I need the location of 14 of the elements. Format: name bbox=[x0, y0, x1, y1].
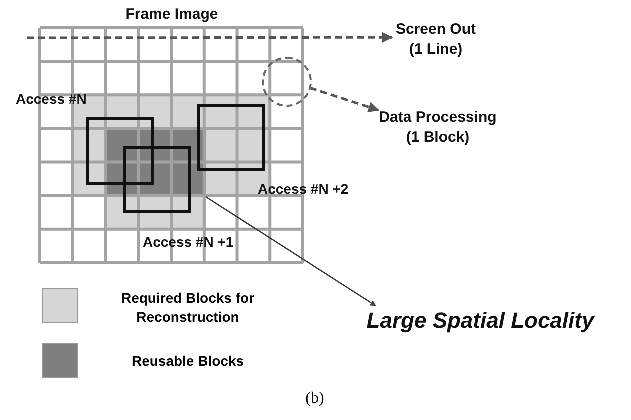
access-label: Access #N bbox=[16, 91, 87, 107]
frame-title: Frame Image bbox=[124, 6, 220, 23]
annotation-text: Screen Out (1 Line) bbox=[394, 20, 478, 60]
access-label: Access #N +2 bbox=[258, 181, 349, 197]
arrow bbox=[310, 86, 380, 113]
arrow bbox=[206, 196, 376, 307]
conclusion-text: Large Spatial Locality bbox=[366, 307, 596, 335]
caption: (b) bbox=[304, 390, 326, 408]
legend-text: Required Blocks for Reconstruction bbox=[120, 289, 256, 327]
processing-block-circle bbox=[262, 57, 312, 107]
legend-text: Reusable Blocks bbox=[130, 352, 246, 371]
annotation-text: Data Processing (1 Block) bbox=[378, 108, 498, 148]
arrow bbox=[27, 32, 394, 44]
access-label: Access #N +1 bbox=[143, 234, 234, 250]
